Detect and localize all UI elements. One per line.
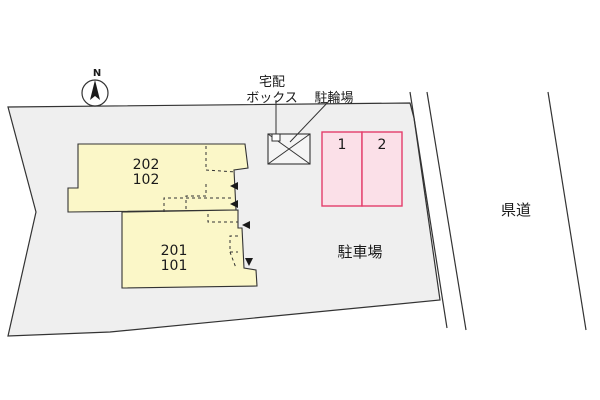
- bicycle-parking-cross-2: [267, 133, 311, 165]
- bicycle-parking-label: 駐輪場: [314, 90, 353, 106]
- unit-label-201: 201: [161, 243, 188, 259]
- corridor-dashes: [163, 146, 238, 269]
- road-label: 県道: [501, 201, 531, 219]
- callout-bicycle-parking: [289, 99, 331, 143]
- compass-icon: N: [81, 68, 109, 107]
- road-edge-2: [426, 91, 467, 331]
- parking-space-1: [321, 131, 363, 207]
- unit-label-101: 101: [161, 258, 188, 274]
- delivery-box-label-line2: ボックス: [246, 91, 298, 106]
- road-edge-3: [547, 91, 587, 331]
- delivery-box-label-line1: 宅配: [259, 75, 285, 90]
- entrance-arrow-icon: [230, 182, 253, 266]
- unit-label-102: 102: [133, 172, 160, 188]
- compass-north-label: N: [93, 68, 101, 79]
- road-edge-1: [409, 91, 448, 329]
- parking-label: 駐車場: [337, 243, 382, 261]
- parking-space-label-1: 1: [338, 137, 347, 153]
- parking-space-label-2: 2: [378, 137, 387, 153]
- building-lower: [121, 209, 258, 289]
- unit-label-202: 202: [133, 157, 160, 173]
- delivery-box-icon: [271, 133, 281, 142]
- parking-space-2: [361, 131, 403, 207]
